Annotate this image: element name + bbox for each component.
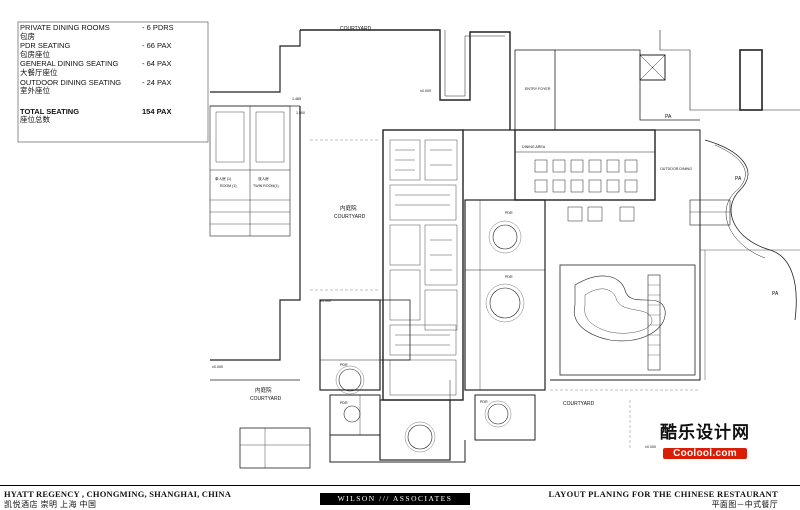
label-entry-foyer: ENTRY FOYER <box>525 87 551 91</box>
label-dining-area: DINING AREA <box>522 145 546 149</box>
legend-label: PDR SEATING <box>20 41 71 51</box>
legend-item: PRIVATE DINING ROOMS - 6 PDRS 包房 <box>20 23 200 41</box>
label-level: 1.500 <box>296 111 305 115</box>
drawing-title: LAYOUT PLANING FOR THE CHINESE RESTAURAN… <box>549 489 779 510</box>
label-room-en: ROOM (1) <box>220 184 237 188</box>
legend-value: - 24 PAX <box>142 77 172 87</box>
label-courtyard-top: COURTYARD <box>340 26 372 32</box>
firm-name-left: WILSON <box>337 494 376 503</box>
label-pa: PA <box>665 114 672 120</box>
floor-plan: COURTYARD 内庭院 COURTYARD 内庭院 COURTYARD CO… <box>17 21 800 469</box>
label-room-en: TWIN ROOM(1) <box>253 184 279 188</box>
watermark-en: Coolool.com <box>663 448 747 459</box>
legend-label-cn: 大餐厅座位 <box>20 67 58 77</box>
label-outdoor-dining: OUTDOOR DINING <box>660 167 692 171</box>
legend-label: OUTDOOR DINING SEATING <box>20 77 122 87</box>
label-room-single: 单人房 (1) <box>215 176 231 181</box>
project-name: HYATT REGENCY , CHONGMING, SHANGHAI, CHI… <box>4 489 231 510</box>
label-level: ±0.000 <box>212 365 223 369</box>
project-name-en: HYATT REGENCY , CHONGMING, SHANGHAI, CHI… <box>4 489 232 499</box>
label-pdr: PDR <box>340 363 348 367</box>
drawing-title-en: LAYOUT PLANING FOR THE CHINESE RESTAURAN… <box>548 489 778 499</box>
legend-value: - 64 PAX <box>142 59 172 69</box>
legend-value: - 66 PAX <box>142 41 172 51</box>
legend-label: PRIVATE DINING ROOMS <box>20 23 110 32</box>
label-room-double: 双人房 <box>258 176 269 181</box>
label-pdr: PDR <box>480 400 488 404</box>
watermark: 酷乐设计网 Coolool.com <box>640 418 770 461</box>
total-label-cn: 座位总数 <box>20 115 50 125</box>
label-courtyard-mid: COURTYARD <box>334 214 366 220</box>
legend-label-cn: 室外座位 <box>20 86 50 96</box>
label-level: ±0.000 <box>645 445 656 449</box>
label-courtyard-bottom: COURTYARD <box>563 401 595 407</box>
slash-mark-icon: /// <box>379 494 393 503</box>
legend-label-cn: 包房座位 <box>20 49 50 59</box>
label-pdr: PDR <box>505 275 513 279</box>
label-pa: PA <box>735 176 742 182</box>
label-level: ±0.000 <box>320 299 331 303</box>
total-seating: TOTAL SEATING 154 PAX <box>20 106 200 117</box>
legend-item: GENERAL DINING SEATING - 64 PAX 大餐厅座位 <box>20 60 200 77</box>
label-level: ±0.000 <box>420 89 431 93</box>
label-pa: PA <box>772 291 779 297</box>
legend-item: OUTDOOR DINING SEATING - 24 PAX 室外座位 <box>20 77 200 96</box>
project-name-cn: 凯悦酒店 崇明 上海 中国 <box>4 500 97 509</box>
watermark-cn: 酷乐设计网 <box>660 423 750 442</box>
total-value: 154 PAX <box>142 106 172 116</box>
legend-item: PDR SEATING - 66 PAX 包房座位 <box>20 42 200 59</box>
drawing-title-cn: 平面图－中式餐厅 <box>711 500 778 509</box>
firm-name-right: ASSOCIATES <box>392 494 453 503</box>
label-level: 1.465 <box>292 97 301 101</box>
total-label: TOTAL SEATING <box>20 106 80 116</box>
label-pdr: PDR <box>340 401 348 405</box>
legend-label: GENERAL DINING SEATING <box>20 59 119 69</box>
label-pdr: PDR <box>505 211 513 215</box>
label-courtyard-mid-cn: 内庭院 <box>340 204 357 212</box>
firm-logo: WILSON /// ASSOCIATES <box>320 493 470 505</box>
title-block: HYATT REGENCY , CHONGMING, SHANGHAI, CHI… <box>0 485 800 510</box>
label-courtyard-left-cn: 内庭院 <box>255 386 272 394</box>
seating-legend: PRIVATE DINING ROOMS - 6 PDRS 包房 PDR SEAT… <box>20 23 200 126</box>
legend-value: - 6 PDRS <box>142 23 174 32</box>
label-courtyard-left: COURTYARD <box>250 396 282 402</box>
legend-label-cn: 包房 <box>20 31 35 41</box>
